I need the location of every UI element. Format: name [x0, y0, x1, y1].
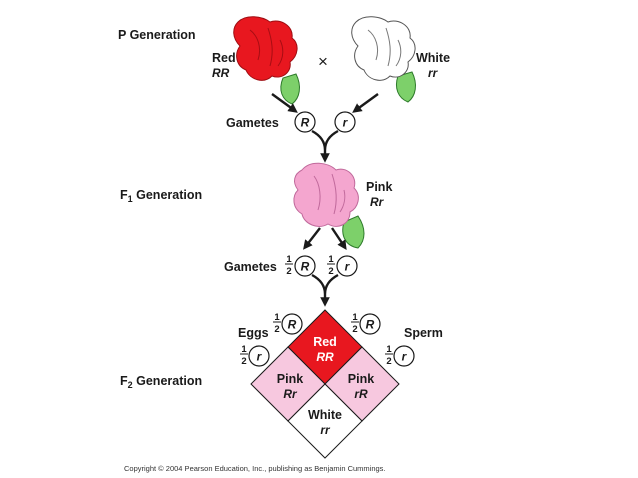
svg-text:1: 1	[241, 344, 247, 355]
red-parent-phenotype: Red	[212, 51, 236, 65]
cell-top-phenotype: Red	[313, 335, 337, 349]
arrow-white-to-gamete	[352, 93, 379, 113]
cell-left-genotype: Rr	[283, 387, 298, 401]
copyright-text: Copyright © 2004 Pearson Education, Inc.…	[124, 464, 386, 473]
pink-flower-icon	[293, 162, 365, 249]
red-parent-genotype: RR	[212, 66, 230, 80]
arrow-f1-to-gamete-R	[303, 227, 321, 250]
cell-left-phenotype: Pink	[277, 372, 303, 386]
svg-text:r: r	[402, 350, 408, 364]
f1-gametes-label: Gametes	[224, 260, 277, 274]
svg-text:1: 1	[286, 254, 292, 265]
svg-text:R: R	[301, 260, 310, 274]
sperm-r: 1 2 r	[385, 344, 415, 367]
punnett-cell-bottom	[287, 383, 363, 459]
cell-right-phenotype: Pink	[348, 372, 374, 386]
svg-text:R: R	[288, 318, 297, 332]
sperm-R: 1 2 R	[351, 312, 381, 335]
svg-text:1: 1	[352, 312, 358, 323]
cross-symbol: ×	[318, 52, 328, 71]
f1-gamete-R: 1 2 R	[285, 254, 316, 277]
svg-text:R: R	[301, 116, 310, 130]
svg-text:2: 2	[274, 324, 279, 335]
egg-r: 1 2 r	[240, 344, 270, 367]
svg-text:r: r	[343, 116, 349, 130]
eggs-label: Eggs	[238, 326, 269, 340]
svg-text:2: 2	[328, 266, 333, 277]
egg-R: 1 2 R	[273, 312, 303, 335]
svg-text:2: 2	[286, 266, 291, 277]
svg-text:1: 1	[328, 254, 334, 265]
cell-bottom-phenotype: White	[308, 408, 342, 422]
red-flower-icon	[233, 16, 300, 105]
svg-text:1: 1	[386, 344, 392, 355]
f1-genotype: Rr	[370, 195, 385, 209]
arrow-gametes-to-f1	[311, 129, 339, 158]
white-flower-icon	[351, 16, 416, 103]
white-parent-genotype: rr	[428, 66, 439, 80]
p-generation-label: P Generation	[118, 28, 196, 42]
f2-generation-label: F2 Generation	[120, 374, 202, 390]
cell-bottom-genotype: rr	[320, 423, 331, 437]
svg-text:r: r	[345, 260, 351, 274]
arrow-f1-to-gamete-r	[331, 227, 347, 250]
f1-gamete-r: 1 2 r	[327, 254, 358, 277]
arrow-red-to-gamete	[271, 93, 298, 113]
p-gametes-label: Gametes	[226, 116, 279, 130]
cell-top-genotype: RR	[316, 350, 334, 364]
gamete-r-icon: r	[334, 111, 356, 133]
sperm-label: Sperm	[404, 326, 443, 340]
svg-text:R: R	[366, 318, 375, 332]
svg-text:r: r	[257, 350, 263, 364]
f1-generation-label: F1 Generation	[120, 188, 202, 204]
cell-right-genotype: rR	[354, 387, 368, 401]
svg-text:2: 2	[386, 356, 391, 367]
svg-text:1: 1	[274, 312, 280, 323]
f1-phenotype: Pink	[366, 180, 392, 194]
white-parent-phenotype: White	[416, 51, 450, 65]
arrow-gametes-to-f2	[311, 273, 339, 302]
gamete-R-icon: R	[294, 111, 316, 133]
svg-text:2: 2	[352, 324, 357, 335]
svg-text:2: 2	[241, 356, 246, 367]
